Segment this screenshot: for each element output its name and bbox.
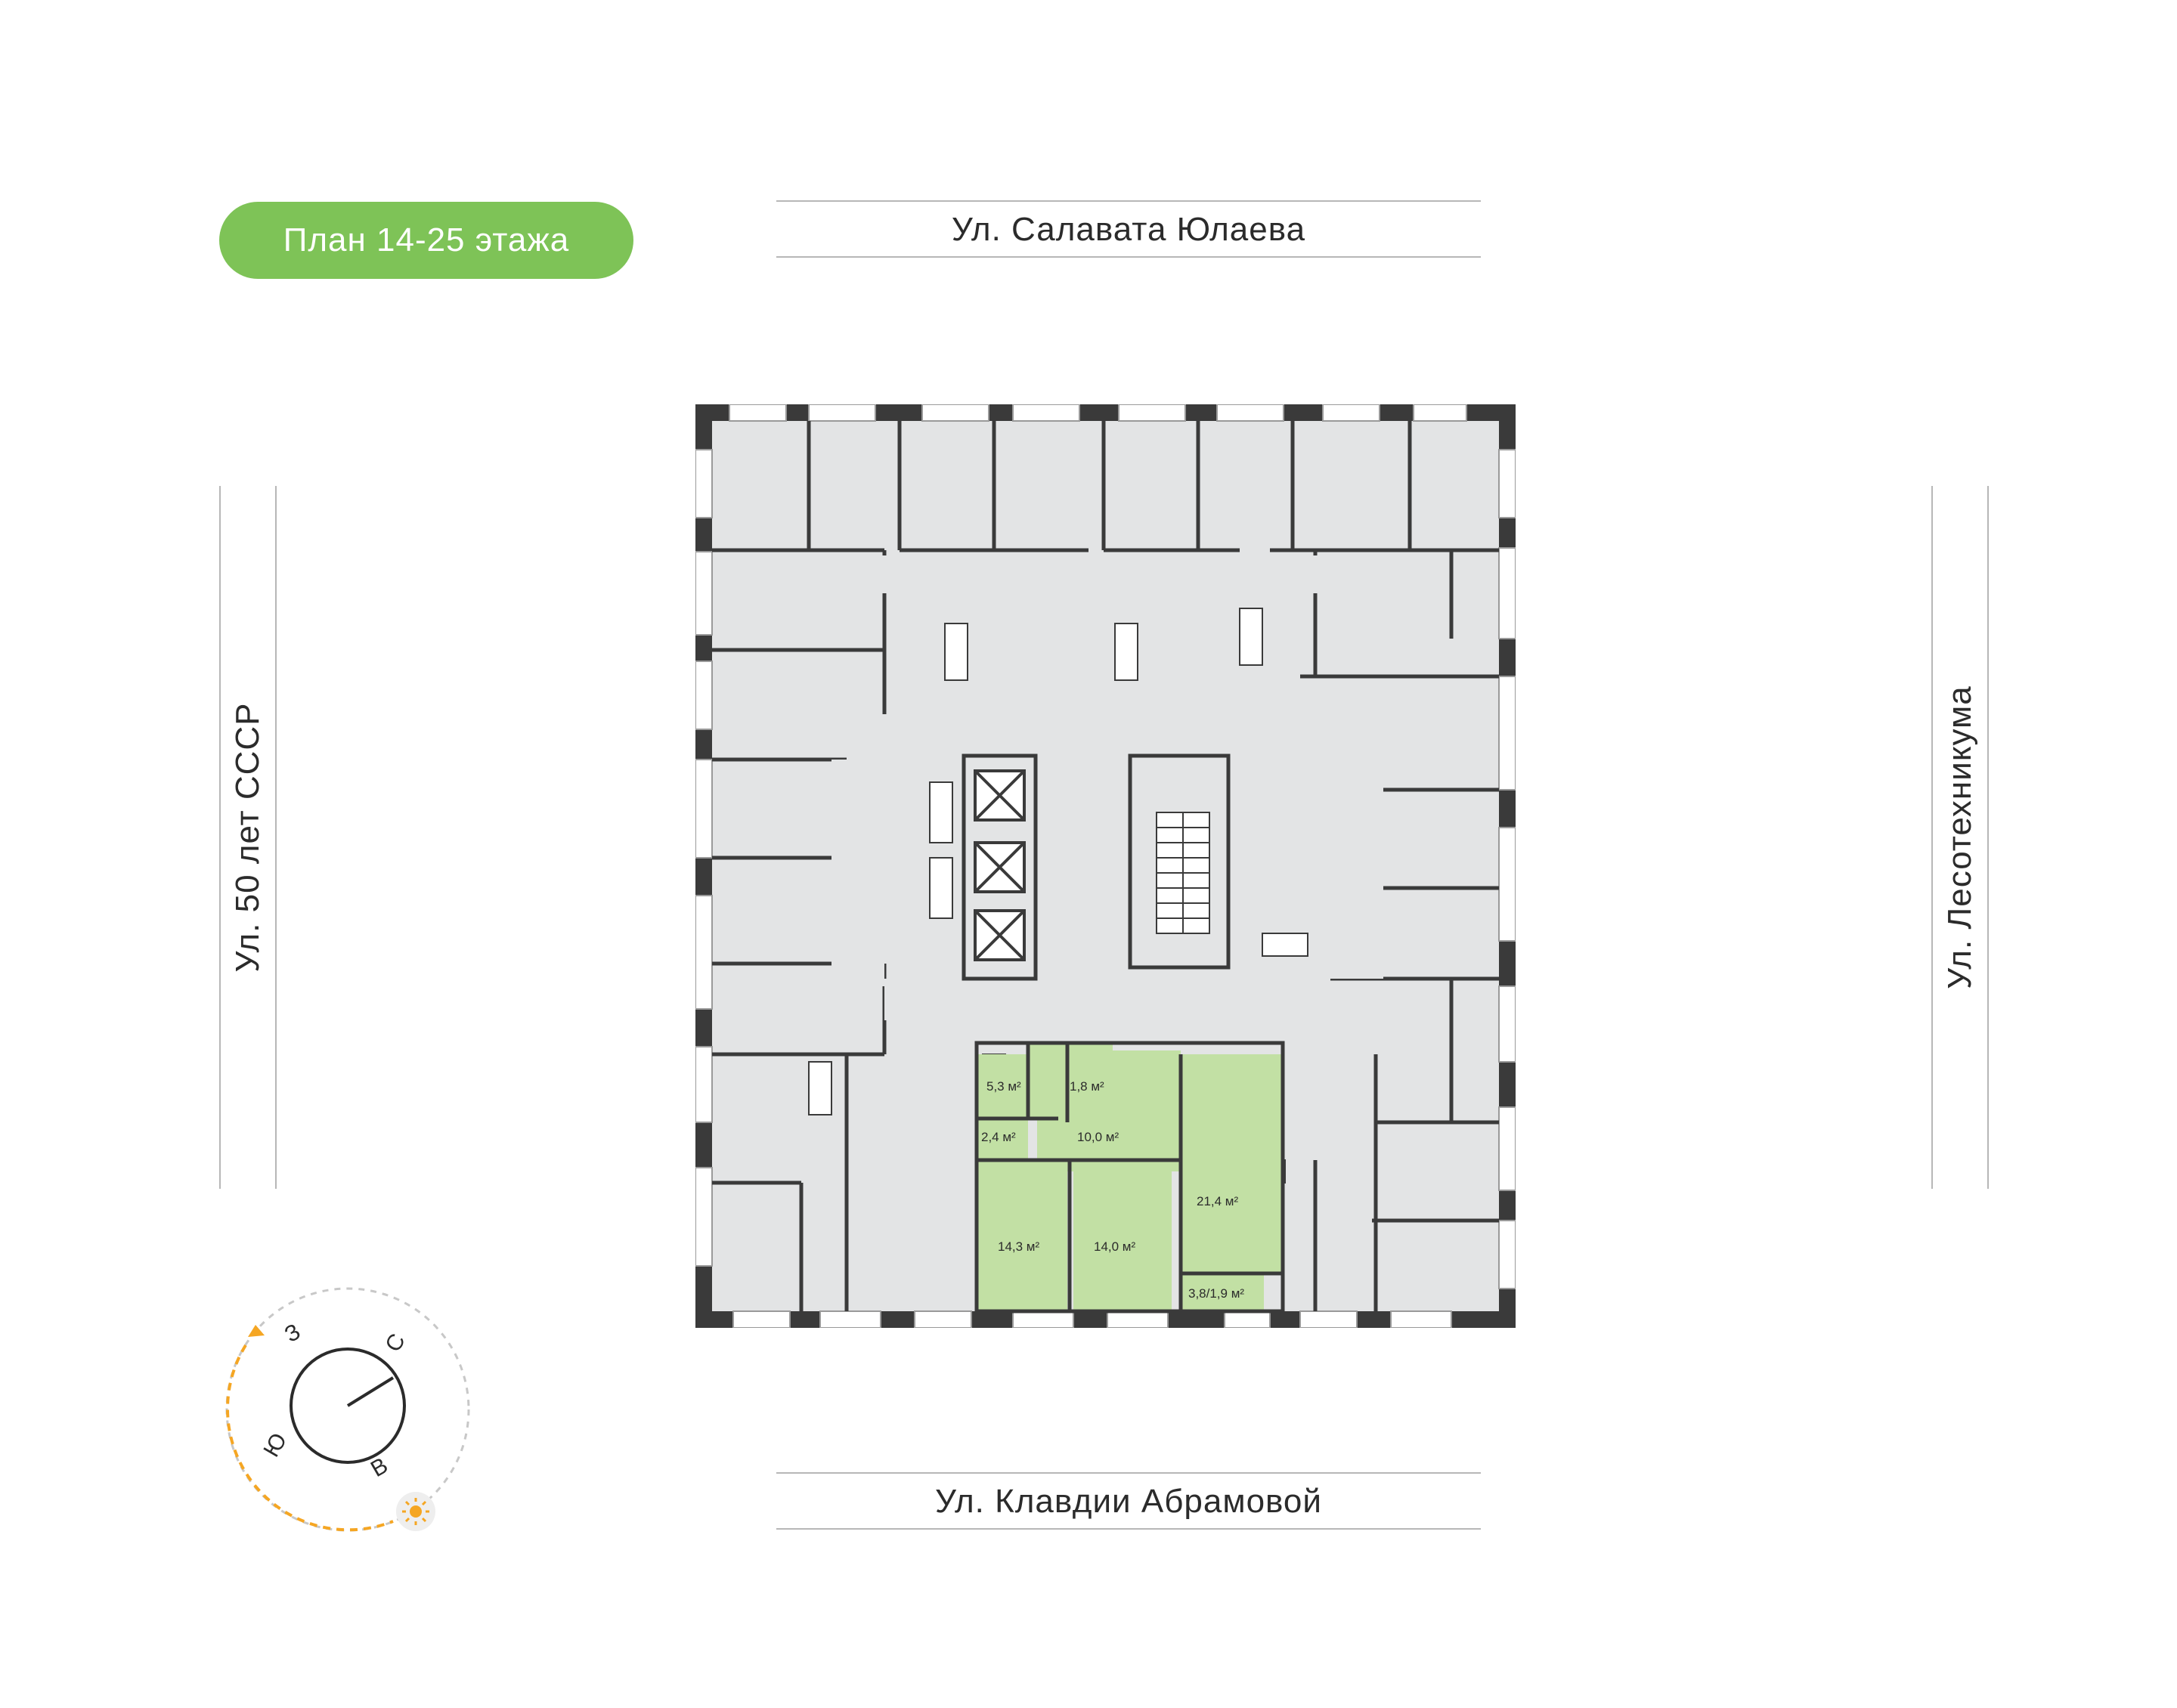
compass-rose: З С Ю В <box>225 1287 470 1532</box>
street-line <box>219 486 221 1189</box>
core-walls <box>962 753 1231 981</box>
label-storage: 2,4 м² <box>981 1130 1016 1144</box>
compass-west: З <box>280 1319 305 1348</box>
label-bathroom: 5,3 м² <box>986 1079 1021 1094</box>
west-windows <box>695 449 713 1267</box>
street-north-label: Ул. Салавата Юлаева <box>951 211 1306 248</box>
north-windows <box>729 404 1467 422</box>
street-north: Ул. Салавата Юлаева <box>776 200 1481 258</box>
street-east: Ул. Лесотехникума <box>1931 486 1989 1189</box>
street-line <box>1931 486 1933 1189</box>
street-line <box>1987 486 1989 1189</box>
street-south: Ул. Клавдии Абрамовой <box>776 1472 1481 1530</box>
street-line <box>776 200 1481 202</box>
apt-kitchen-living <box>1181 1054 1283 1273</box>
label-balcony: 3,8/1,9 м² <box>1188 1286 1244 1301</box>
apt-bedroom-1 <box>977 1160 1067 1311</box>
sun-path-circle <box>225 1287 470 1532</box>
apt-balcony <box>1181 1273 1264 1311</box>
street-line <box>776 1528 1481 1530</box>
highlighted-apartment <box>977 1043 1283 1311</box>
elevator-shafts <box>974 769 1026 961</box>
east-windows <box>1498 449 1516 1289</box>
street-east-label: Ул. Лесотехникума <box>1941 685 1978 989</box>
apt-bath-2 <box>1028 1043 1067 1119</box>
compass-north: С <box>380 1329 410 1356</box>
floor-plan-title-badge: План 14-25 этажа <box>219 202 633 279</box>
floor-plan-title: План 14-25 этажа <box>283 221 570 258</box>
compass-circle <box>290 1348 406 1464</box>
street-west: Ул. 50 лет СССР <box>219 486 277 1189</box>
street-south-label: Ул. Клавдии Абрамовой <box>935 1483 1322 1520</box>
staircase <box>1156 812 1210 934</box>
label-bedroom-2: 14,0 м² <box>1094 1239 1135 1254</box>
compass-needle <box>346 1376 395 1407</box>
sun-path-arrow-icon <box>248 1325 265 1337</box>
sun-path-arc <box>226 1344 394 1532</box>
compass-south: Ю <box>259 1429 292 1462</box>
label-bedroom-1: 14,3 м² <box>998 1239 1039 1254</box>
apartment-walls <box>974 1041 1285 1313</box>
label-wc: 1,8 м² <box>1070 1079 1104 1094</box>
street-line <box>776 1472 1481 1474</box>
street-line <box>275 486 277 1189</box>
label-kitchen-living: 21,4 м² <box>1197 1194 1238 1208</box>
street-west-label: Ул. 50 лет СССР <box>229 702 266 973</box>
floor-plan: 5,3 м² 1,8 м² 2,4 м² 10,0 м² 21,4 м² 14,… <box>695 404 1516 1328</box>
street-line <box>776 256 1481 258</box>
corridor <box>763 555 1421 1020</box>
sun-icon <box>396 1492 435 1531</box>
apt-bedroom-2 <box>1073 1160 1172 1311</box>
label-hall: 10,0 м² <box>1077 1130 1119 1144</box>
